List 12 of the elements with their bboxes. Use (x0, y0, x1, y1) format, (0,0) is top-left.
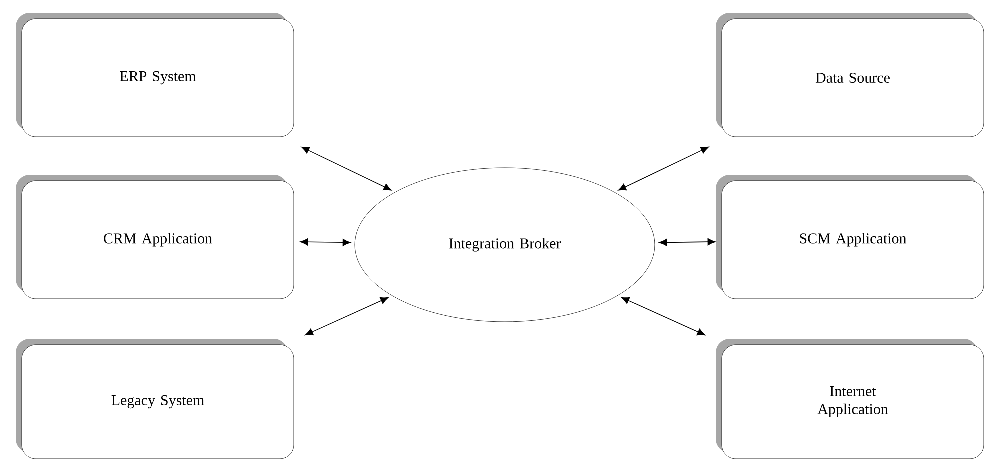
application-box: SCM Application (716, 175, 984, 300)
application-box: Data Source (716, 13, 984, 138)
arrow (618, 146, 709, 191)
application-box: Internet Application (716, 339, 984, 460)
application-box: ERP System (16, 13, 294, 138)
arrow (300, 238, 351, 246)
arrow (302, 146, 392, 191)
arrow (305, 297, 389, 336)
application-box: CRM Application (16, 175, 294, 300)
application-box: Legacy System (16, 339, 294, 460)
arrow (622, 297, 706, 336)
arrow (659, 238, 716, 246)
